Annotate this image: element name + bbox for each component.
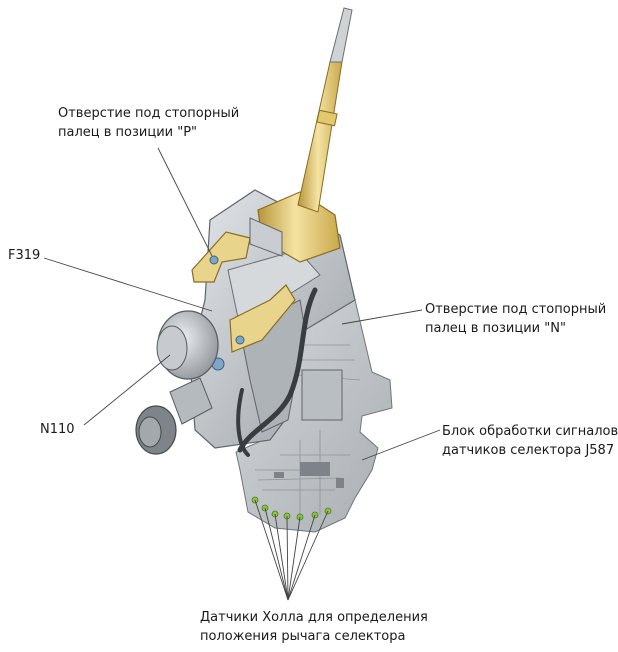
n-locking-plate [229,284,296,353]
leader-hall-5 [287,516,301,601]
label-hole-n: Отверстие под стопорный палец в позиции … [425,300,606,338]
connector-housing [169,377,213,425]
lever-pivot [249,217,283,257]
label-f319-text: F319 [8,248,41,263]
p-locking-plate [191,231,251,283]
leader-j587 [361,429,441,461]
lever-collar [316,109,338,127]
leader-hole-p [157,147,213,257]
connector-plug-face [138,416,162,448]
label-hole-p: Отверстие под стопорный палец в позиции … [58,104,239,142]
label-f319: F319 [8,246,40,265]
leader-hall-7 [287,510,329,601]
label-j587-line2: датчиков селектора J587 [442,443,615,458]
leader-hall-1 [254,499,289,601]
label-hall-sensors: Датчики Холла для определения положения … [200,608,428,646]
leader-hall-6 [287,514,316,601]
label-j587: Блок обработки сигналов датчиков селекто… [442,422,618,460]
lever-shaft [297,61,343,213]
label-hole-n-line2: палец в позиции "N" [425,321,566,336]
leader-hall-3 [274,513,289,601]
board-traces [255,344,361,520]
wiring-harness [237,287,318,453]
leader-f319 [43,257,213,312]
label-hole-p-line1: Отверстие под стопорный [58,106,240,121]
leader-lines [43,147,441,601]
n110-solenoid-face [156,325,188,371]
lever-tip [329,7,353,63]
label-hole-p-line2: палец в позиции "P" [58,125,198,140]
label-hall-line2: положения рычага селектора [200,629,406,644]
leader-n110 [83,354,171,426]
leader-hole-n [341,309,423,325]
label-hall-line1: Датчики Холла для определения [200,610,428,625]
n-position-hole [235,335,245,345]
board-connector [301,369,343,421]
leader-hall-2 [264,507,289,601]
label-hole-n-line1: Отверстие под стопорный [425,302,607,317]
leader-hall-4 [286,515,289,601]
label-j587-line1: Блок обработки сигналов [442,424,618,439]
p-position-hole [209,255,219,265]
wiring-harness-2 [236,388,250,457]
label-n110: N110 [40,420,75,439]
label-n110-text: N110 [40,422,75,437]
